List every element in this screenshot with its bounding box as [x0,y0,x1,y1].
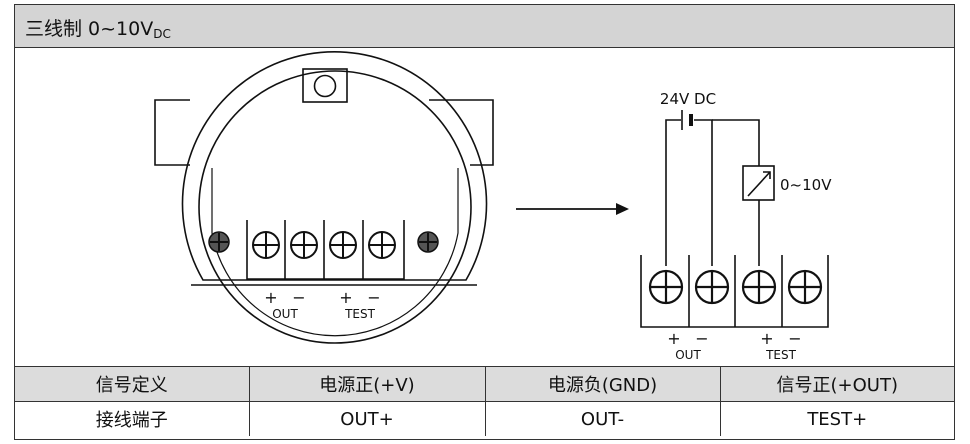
title-main: 三线制 0~10V [25,18,154,40]
schematic-terminal-screws [648,269,823,305]
title-subscript: DC [153,27,171,41]
wiring-figure: 三线制 0~10VDC [14,4,955,440]
figure-title: 三线制 0~10VDC [25,14,171,41]
schematic-terminal-test-minus [787,269,823,305]
pin-assignment-table: 信号定义 电源正(+V) 电源负(GND) 信号正(+OUT) 接线端子 OUT… [15,366,954,436]
housing-test-plus-sign: + [339,288,352,307]
housing-terminal-out-plus [252,231,280,259]
inner-ring [198,70,472,344]
transmitter-housing [154,51,494,344]
mounting-screw-right [417,231,439,253]
table-cell: 电源负(GND) [484,366,721,402]
housing-terminal-test-minus [368,231,396,259]
housing-terminal-out-minus [290,231,318,259]
table-cell: OUT+ [248,401,486,436]
supply-label: 24V DC [660,90,716,108]
meter-label: 0~10V [780,176,832,194]
housing-test-label: TEST [344,307,376,321]
schematic-terminal-test-plus [741,269,777,305]
schematic-test-minus-sign: − [788,329,801,348]
housing-terminal-block [246,220,405,280]
housing-out-plus-sign: + [264,288,277,307]
arrow-icon [516,203,629,215]
housing-test-minus-sign: − [367,288,380,307]
schematic-out-minus-sign: − [695,329,708,348]
schematic-out-label: OUT [675,348,701,362]
schematic-terminal-out-plus [648,269,684,305]
title-bar: 三线制 0~10VDC [15,5,954,48]
table-cell: 信号定义 [15,366,250,402]
battery-icon [681,110,693,130]
table-cell: 电源正(+V) [248,366,486,402]
table-header-row: 信号定义 电源正(+V) 电源负(GND) 信号正(+OUT) [15,366,954,402]
housing-out-minus-sign: − [292,288,305,307]
mounting-screw-left [208,231,230,253]
table-row: 接线端子 OUT+ OUT- TEST+ [15,401,954,436]
table-cell: TEST+ [719,401,954,436]
housing-terminal-test-plus [329,231,357,259]
top-port-ring [313,74,337,98]
housing-terminal-screws [252,231,396,259]
table-cell: 接线端子 [15,401,250,436]
voltmeter-icon [742,165,775,201]
schematic-wiring [640,119,829,328]
schematic-test-plus-sign: + [760,329,773,348]
schematic-test-label: TEST [765,348,797,362]
left-lug [154,99,190,166]
housing-out-label: OUT [272,307,298,321]
outer-shell [181,51,488,281]
wiring-diagram: + − OUT + − TEST [154,51,832,362]
terminal-board-area [211,168,459,337]
schematic-out-plus-sign: + [667,329,680,348]
top-port [302,68,348,103]
schematic-terminal-out-minus [694,269,730,305]
table-cell: 信号正(+OUT) [719,366,954,402]
table-cell: OUT- [484,401,721,436]
